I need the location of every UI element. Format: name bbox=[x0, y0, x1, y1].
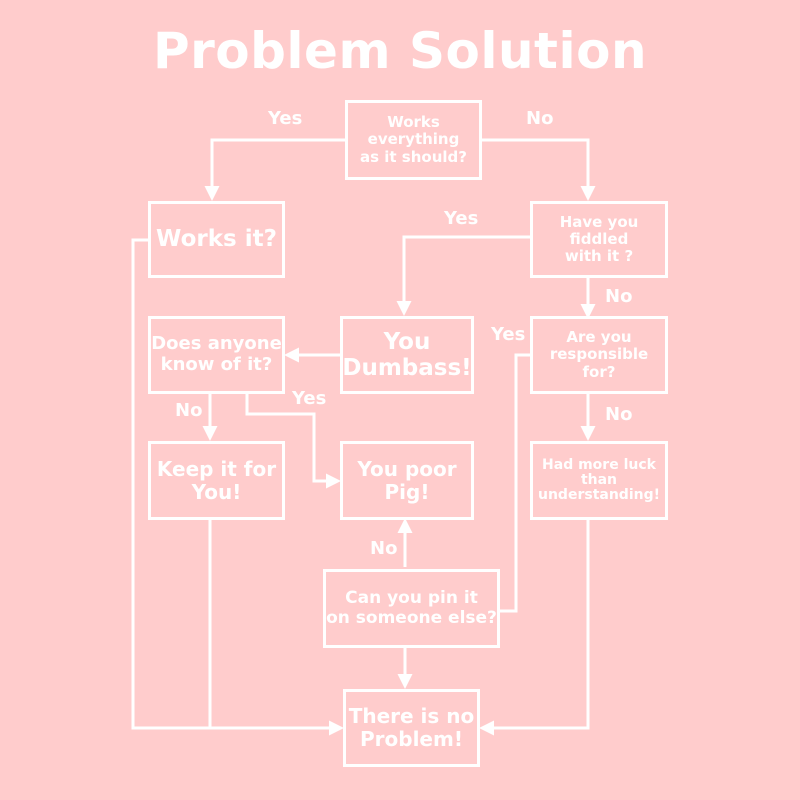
node-works-everything: Works everything as it should? bbox=[345, 100, 482, 180]
edge-top-yes bbox=[204, 138, 346, 201]
node-responsible: Are you responsible for? bbox=[530, 316, 668, 394]
label-responsible-no: No bbox=[605, 404, 633, 425]
label-pin-no: No bbox=[370, 538, 398, 559]
node-poor-pig: You poor Pig! bbox=[340, 441, 474, 520]
edge-responsible-yes bbox=[500, 353, 531, 613]
node-pin-it: Can you pin it on someone else? bbox=[323, 569, 500, 648]
node-more-luck: Had more luck than understanding! bbox=[530, 441, 668, 520]
edge-moreluck-to-noproblem bbox=[479, 520, 590, 736]
node-no-problem: There is no Problem! bbox=[343, 689, 480, 767]
label-top-yes: Yes bbox=[268, 108, 303, 129]
label-top-no: No bbox=[526, 108, 554, 129]
label-anyone-yes: Yes bbox=[292, 388, 327, 409]
node-anyone-know: Does anyone know of it? bbox=[148, 316, 285, 394]
edge-anyone-yes bbox=[245, 394, 341, 489]
edge-top-no bbox=[481, 138, 596, 201]
edge-worksit-to-noproblem bbox=[131, 238, 344, 736]
page-title: Problem Solution bbox=[152, 22, 648, 80]
node-fiddled: Have you fiddled with it ? bbox=[530, 201, 668, 278]
label-fiddled-no: No bbox=[605, 286, 633, 307]
node-keep-it: Keep it for You! bbox=[148, 441, 285, 520]
node-dumbass: You Dumbass! bbox=[340, 316, 474, 394]
label-fiddled-yes: Yes bbox=[444, 208, 479, 229]
label-responsible-yes: Yes bbox=[491, 324, 526, 345]
node-works-it: Works it? bbox=[148, 201, 285, 278]
edge-fiddled-yes bbox=[396, 235, 531, 316]
label-anyone-no: No bbox=[175, 400, 203, 421]
